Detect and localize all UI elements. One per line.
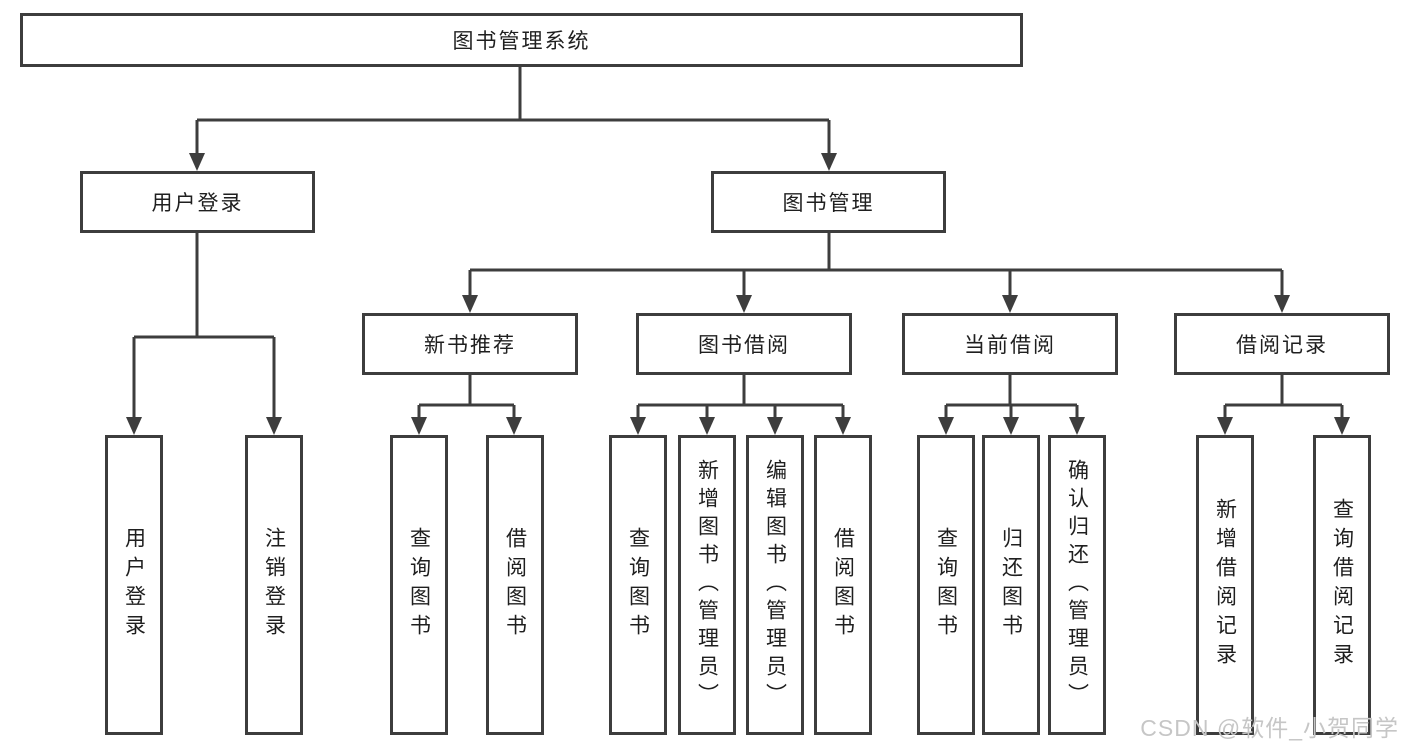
node-label: 借阅记录 (1236, 334, 1328, 357)
leaf-query-borrow-record: 查询借阅记录 (1313, 435, 1371, 735)
leaf-logout: 注销登录 (245, 435, 303, 735)
node-new-book-recommend: 新书推荐 (362, 313, 578, 375)
leaf-label: 新增借阅记录 (1213, 498, 1237, 672)
node-label: 新书推荐 (424, 334, 516, 357)
leaf-label: 查询借阅记录 (1330, 498, 1354, 672)
node-label: 用户登录 (151, 192, 244, 215)
leaf-label: 新增图书（管理员） (695, 459, 719, 711)
leaf-label: 确认归还（管理员） (1065, 459, 1089, 711)
arrowheads (126, 153, 1350, 435)
leaf-confirm-return-admin: 确认归还（管理员） (1048, 435, 1106, 735)
leaf-label: 借阅图书 (503, 527, 527, 643)
node-current-borrow: 当前借阅 (902, 313, 1118, 375)
leaf-label: 借阅图书 (831, 527, 855, 643)
node-label: 图书借阅 (698, 334, 790, 357)
leaf-label: 用户登录 (122, 527, 146, 643)
leaf-add-borrow-record: 新增借阅记录 (1196, 435, 1254, 735)
node-book-management: 图书管理 (711, 171, 946, 233)
node-label: 当前借阅 (964, 334, 1056, 357)
leaf-label: 查询图书 (934, 527, 958, 643)
leaf-label: 查询图书 (407, 527, 431, 643)
leaf-label: 注销登录 (262, 527, 286, 643)
node-root-library-system: 图书管理系统 (20, 13, 1023, 67)
node-user-login: 用户登录 (80, 171, 315, 233)
leaf-query-book-current: 查询图书 (917, 435, 975, 735)
leaf-label: 归还图书 (999, 527, 1023, 643)
node-book-borrow: 图书借阅 (636, 313, 852, 375)
node-borrow-records: 借阅记录 (1174, 313, 1390, 375)
leaf-query-book-borrow: 查询图书 (609, 435, 667, 735)
leaf-borrow-book-recommend: 借阅图书 (486, 435, 544, 735)
node-label: 图书管理系统 (452, 30, 591, 53)
leaf-edit-book-admin: 编辑图书（管理员） (746, 435, 804, 735)
leaf-label: 查询图书 (626, 527, 650, 643)
node-label: 图书管理 (782, 192, 875, 215)
leaf-borrow-book: 借阅图书 (814, 435, 872, 735)
leaf-user-login: 用户登录 (105, 435, 163, 735)
leaf-query-book-recommend: 查询图书 (390, 435, 448, 735)
leaf-return-book: 归还图书 (982, 435, 1040, 735)
csdn-watermark: CSDN @软件_小贺同学 (1140, 715, 1399, 741)
leaf-add-book-admin: 新增图书（管理员） (678, 435, 736, 735)
leaf-label: 编辑图书（管理员） (763, 459, 787, 711)
